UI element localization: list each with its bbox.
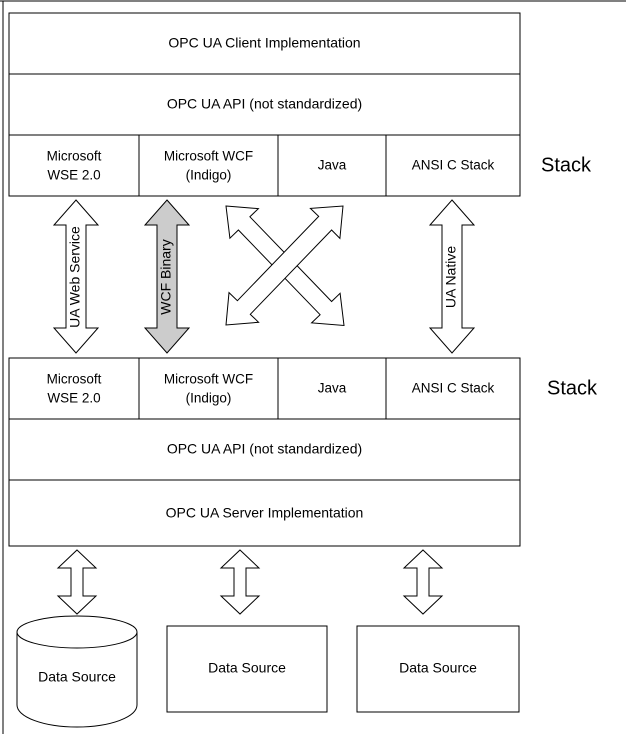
server-stack-side-label: Stack [547,377,598,399]
client-api-box [8,73,521,136]
server-cell-wcf [138,357,279,420]
client-cell-wse [8,134,140,197]
data-source-2-box [166,625,328,713]
server-cell-wcf-line1: Microsoft WCF [164,372,253,387]
client-cell-ansi-c [385,134,521,197]
data-source-3-box [356,625,520,713]
server-cell-wse-line2: WSE 2.0 [47,391,100,406]
server-api-box [8,418,521,481]
ua-native-arrow [428,199,476,354]
client-cell-java-label: Java [318,158,347,173]
server-stack: Microsoft WSE 2.0 Microsoft WCF (Indigo)… [8,357,521,547]
data-source-1-cylinder [16,615,138,728]
server-cell-java [277,357,387,420]
data-source-3-label: Data Source [399,660,477,676]
client-implementation-box [8,12,521,75]
server-cell-ansi-c [385,357,521,420]
server-cell-java-label: Java [318,381,347,396]
ua-web-service-arrow [52,199,100,354]
cross-arrow-java-to-wcf [225,205,344,326]
server-cell-wse [8,357,140,420]
client-stack: OPC UA Client Implementation OPC UA API … [8,12,521,197]
data-source-3-arrow [402,549,444,615]
client-cell-wcf [138,134,279,197]
server-cell-wse-line1: Microsoft [47,372,102,387]
client-cell-ansi-c-label: ANSI C Stack [412,158,495,173]
wcf-binary-label: WCF Binary [158,239,174,314]
data-source-2-arrow [219,549,261,615]
server-api-label: OPC UA API (not standardized) [167,441,362,457]
server-cell-wcf-line2: (Indigo) [186,391,232,406]
client-cell-wcf-line2: (Indigo) [186,168,232,183]
server-implementation-label: OPC UA Server Implementation [166,505,364,521]
data-source-1-arrow [56,549,98,615]
client-implementation-label: OPC UA Client Implementation [168,35,360,51]
wcf-binary-arrow [143,199,191,354]
client-cell-wse-line1: Microsoft [47,149,102,164]
client-stack-side-label: Stack [541,154,592,176]
client-cell-wse-line2: WSE 2.0 [47,168,100,183]
client-cell-java [277,134,387,197]
server-implementation-box [8,479,521,547]
ua-native-label: UA Native [443,246,459,308]
client-cell-wcf-line1: Microsoft WCF [164,149,253,164]
ua-web-service-label: UA Web Service [67,226,83,328]
server-cell-ansi-c-label: ANSI C Stack [412,381,495,396]
client-api-label: OPC UA API (not standardized) [167,96,362,112]
data-source-1-label: Data Source [38,669,116,685]
data-source-2-label: Data Source [208,660,286,676]
